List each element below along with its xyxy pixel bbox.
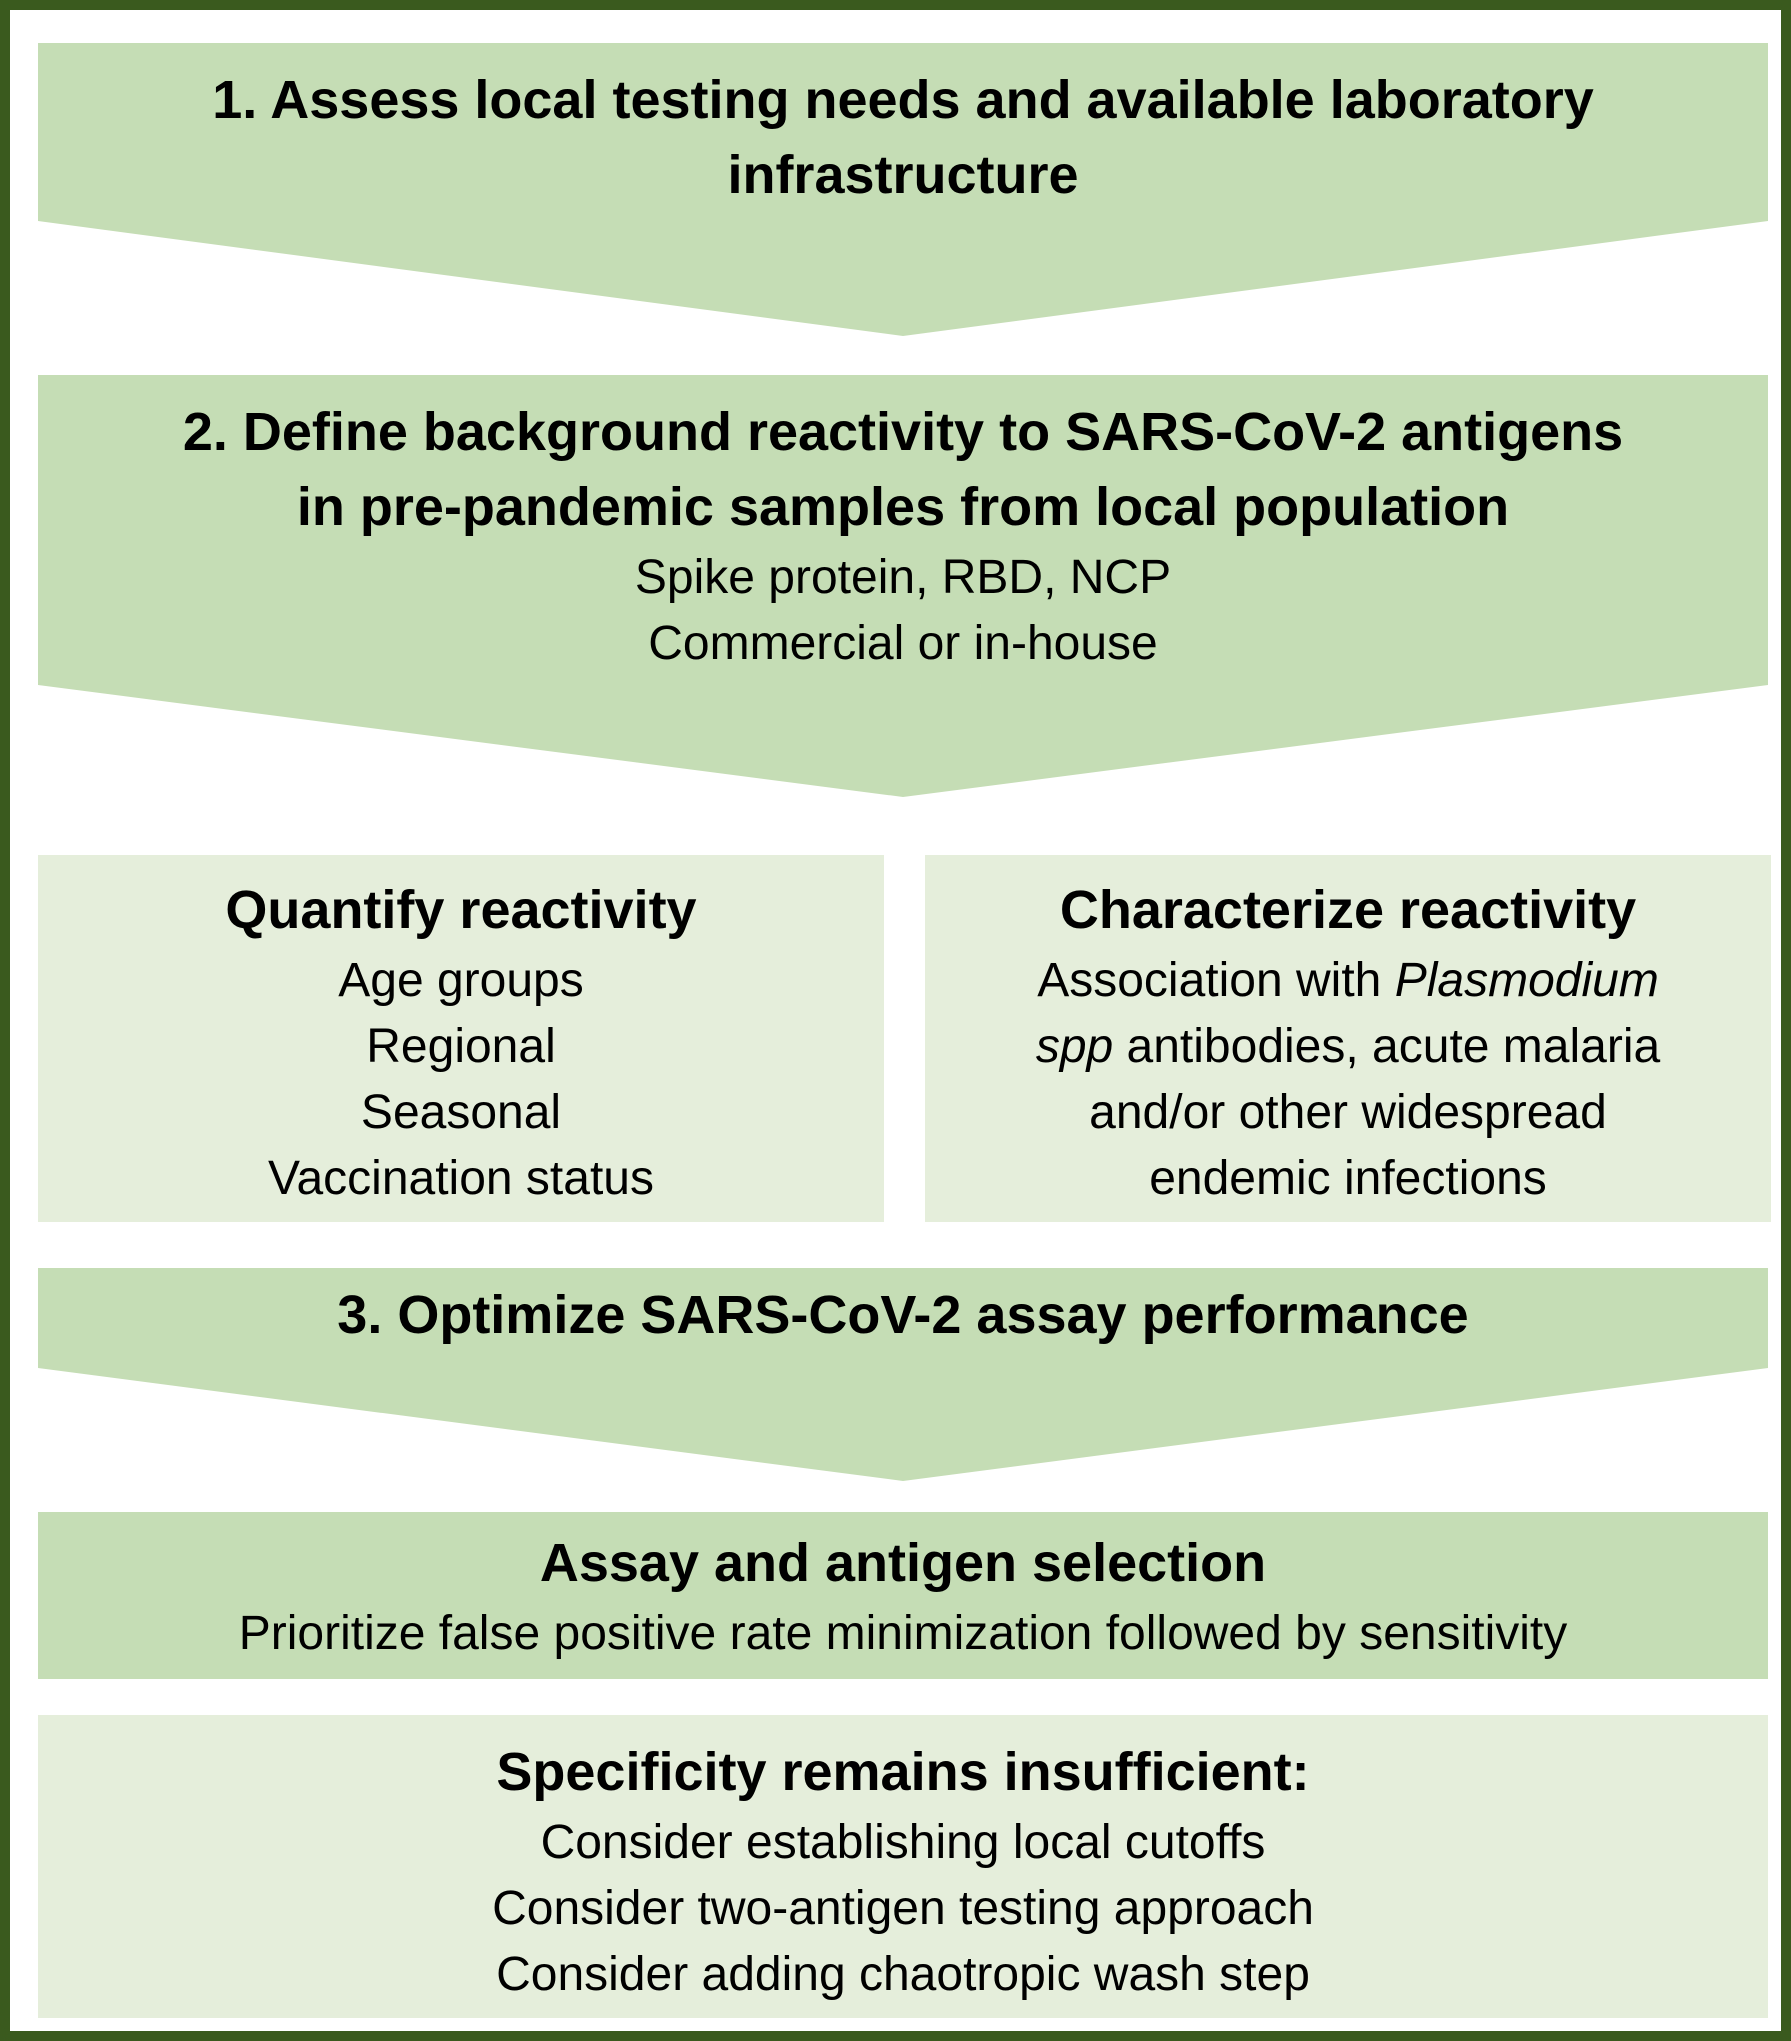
characterize-line-1: Association with Plasmodium (1037, 948, 1659, 1014)
step2-detail-line-1: Spike protein, RBD, NCP (634, 551, 1172, 604)
quantify-item: Regional (366, 1020, 556, 1073)
characterize-heading: Characterize reactivity (1059, 880, 1637, 940)
step2-text: 2. Define background reactivity to SARS-… (38, 395, 1768, 677)
characterize-text: Characterize reactivity Association with… (925, 873, 1771, 1212)
step2-heading-line-1: 2. Define background reactivity to SARS-… (182, 402, 1624, 462)
specificity-panel: Specificity remains insufficient: Consid… (38, 1715, 1768, 2018)
step1-text: 1. Assess local testing needs and availa… (38, 63, 1768, 213)
quantify-item: Seasonal (360, 1086, 562, 1139)
selection-text: Assay and antigen selection Prioritize f… (38, 1526, 1768, 1667)
characterize-line-2: spp antibodies, acute malaria (1036, 1014, 1660, 1080)
step2-arrow: 2. Define background reactivity to SARS-… (38, 375, 1768, 797)
quantify-item: Age groups (338, 954, 584, 1007)
characterize-line-1-prefix: Association with (1037, 954, 1395, 1007)
characterize-panel: Characterize reactivity Association with… (925, 855, 1771, 1222)
selection-detail: Prioritize false positive rate minimizat… (238, 1607, 1568, 1660)
specificity-item: Consider establishing local cutoffs (540, 1816, 1266, 1869)
selection-heading: Assay and antigen selection (539, 1533, 1267, 1593)
specificity-heading: Specificity remains insufficient: (496, 1742, 1310, 1802)
step3-arrow-shape (38, 1268, 1768, 1481)
step3-arrow: 3. Optimize SARS-CoV-2 assay performance (38, 1268, 1768, 1481)
characterize-line-2-suffix: antibodies, acute malaria (1113, 1020, 1661, 1073)
specificity-item: Consider adding chaotropic wash step (496, 1948, 1310, 2001)
step1-heading-line-2: infrastructure (727, 145, 1079, 205)
step3-text: 3. Optimize SARS-CoV-2 assay performance (38, 1278, 1768, 1353)
step2-heading-line-2: in pre-pandemic samples from local popul… (296, 477, 1510, 537)
step1-arrow-shape (38, 43, 1768, 336)
selection-panel: Assay and antigen selection Prioritize f… (38, 1512, 1768, 1679)
step2-arrow-shape (38, 375, 1768, 797)
quantify-heading: Quantify reactivity (225, 880, 697, 940)
step2-detail-line-2: Commercial or in-house (648, 617, 1158, 670)
characterize-line-4: endemic infections (1149, 1152, 1547, 1205)
specificity-item: Consider two-antigen testing approach (492, 1882, 1314, 1935)
characterize-line-3: and/or other widespread (1089, 1086, 1607, 1139)
quantify-item: Vaccination status (268, 1152, 654, 1205)
step1-arrow: 1. Assess local testing needs and availa… (38, 43, 1768, 336)
characterize-line-2-italic: spp (1035, 1020, 1114, 1073)
characterize-line-1-italic: Plasmodium (1394, 954, 1659, 1007)
quantify-panel: Quantify reactivity Age groups Regional … (38, 855, 884, 1222)
quantify-text: Quantify reactivity Age groups Regional … (38, 873, 884, 1212)
specificity-text: Specificity remains insufficient: Consid… (38, 1735, 1768, 2008)
step3-heading: 3. Optimize SARS-CoV-2 assay performance (337, 1285, 1469, 1345)
step1-heading-line-1: 1. Assess local testing needs and availa… (212, 70, 1594, 130)
